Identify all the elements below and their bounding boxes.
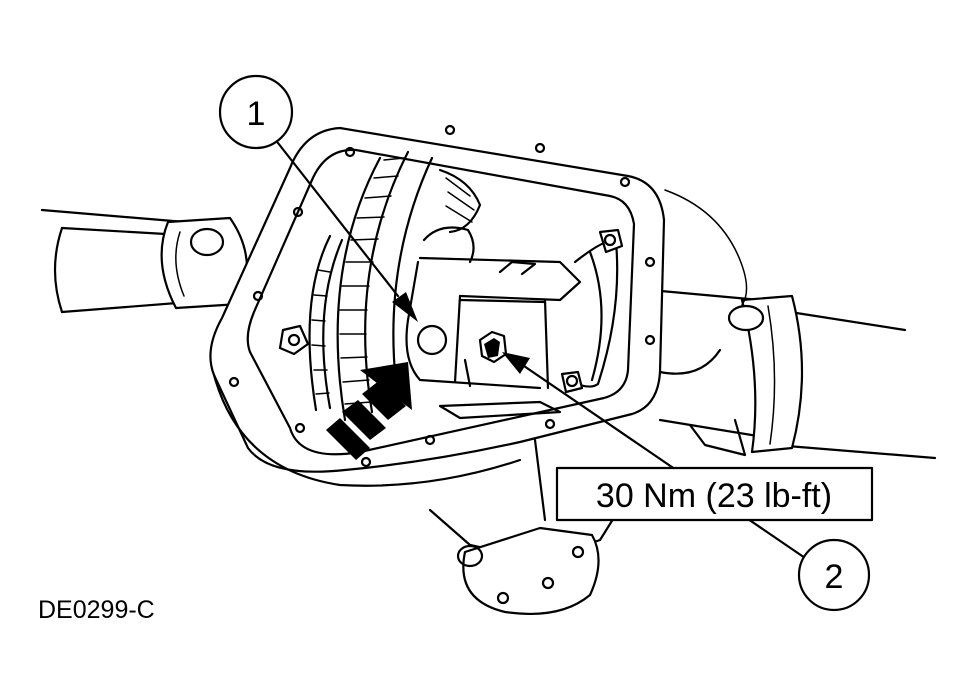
differential-case — [405, 226, 582, 420]
torque-spec-text: 30 Nm (23 lb-ft) — [596, 477, 832, 515]
left-bearing-cap — [278, 234, 344, 412]
pinion-shaft-end — [416, 324, 448, 356]
callout-1-number: 1 — [247, 95, 266, 133]
pinion-housing — [428, 418, 747, 615]
torque-spec-label: 30 Nm (23 lb-ft) — [555, 466, 874, 522]
callout-2: 2 — [502, 352, 871, 612]
ring-gear-teeth — [339, 157, 405, 405]
cover-bolt-holes — [228, 124, 656, 468]
left-axle-tube — [40, 208, 249, 314]
pinion-shaft-lock-bolt — [478, 330, 508, 364]
carrier-housing — [209, 124, 748, 487]
direction-arrow — [326, 362, 412, 460]
callout-2-number: 2 — [825, 558, 844, 596]
figure-code: DE0299-C — [38, 596, 155, 624]
right-bearing-cap — [560, 228, 624, 394]
callout-1: 1 — [218, 74, 418, 322]
right-axle-tube — [648, 288, 937, 460]
